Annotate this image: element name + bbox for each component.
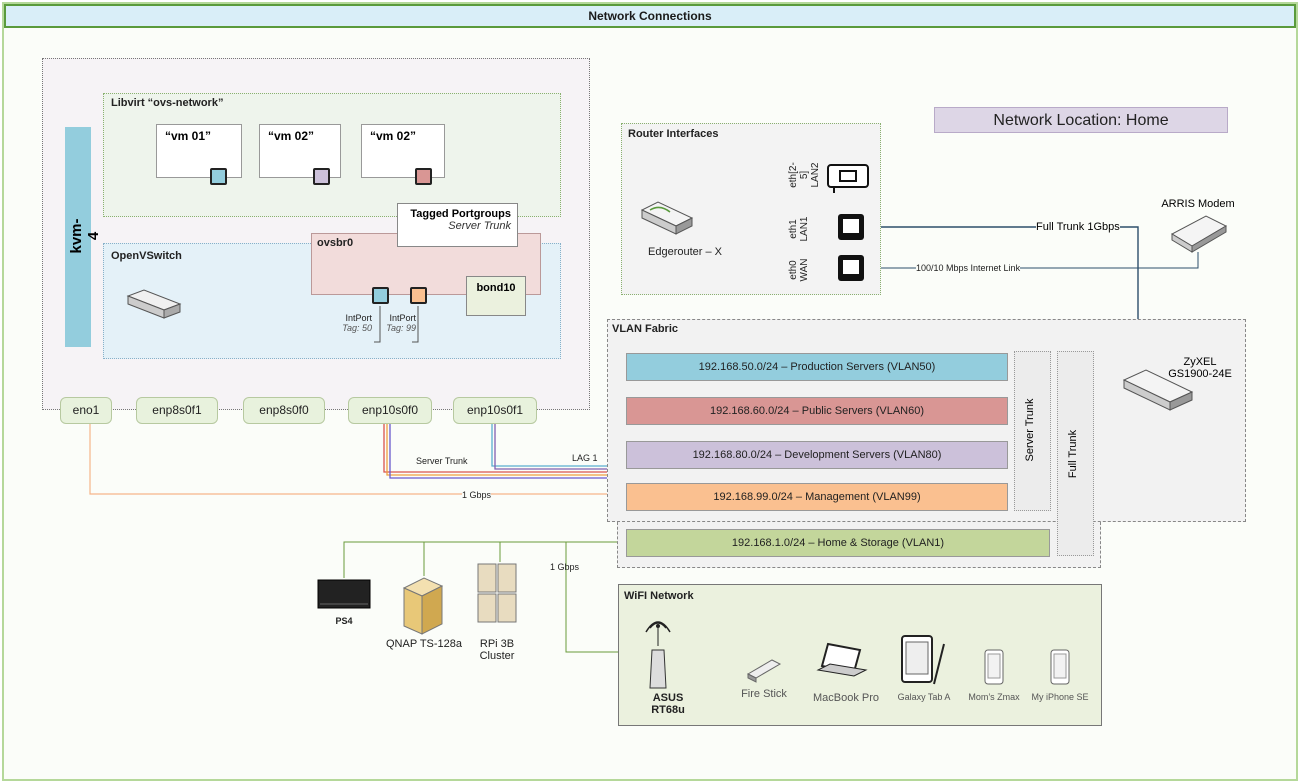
full-trunk-link-label: Full Trunk 1Gbps bbox=[1036, 221, 1120, 233]
server-trunk-link-label: Server Trunk bbox=[416, 456, 468, 466]
nic-eno1[interactable]: eno1 bbox=[60, 397, 112, 424]
full-trunk-column bbox=[1057, 351, 1094, 556]
vlan60-bar[interactable]: 192.168.60.0/24 – Public Servers (VLAN60… bbox=[626, 397, 1008, 425]
full-trunk-column-label: Full Trunk bbox=[1067, 429, 1079, 479]
tagged-portgroups-box: Tagged Portgroups Server Trunk bbox=[397, 203, 518, 247]
server-trunk-line-3 bbox=[389, 424, 610, 479]
server-trunk-column-label: Server Trunk bbox=[1024, 398, 1036, 462]
internet-link-label: 100/10 Mbps Internet Link bbox=[916, 263, 1021, 273]
port-lan2-label: eth[2-5]LAN2 bbox=[788, 162, 821, 188]
kvm-host-label: kvm-4 bbox=[68, 218, 102, 254]
ps4-label: PS4 bbox=[335, 616, 353, 626]
nic-enp10s0f0[interactable]: enp10s0f0 bbox=[348, 397, 432, 424]
libvirt-label: Libvirt “ovs-network” bbox=[111, 97, 224, 109]
tablet-icon bbox=[901, 635, 945, 685]
network-location-label: Network Location: Home bbox=[934, 107, 1228, 133]
lan1-port-icon[interactable] bbox=[838, 214, 864, 240]
phone-icon-iphone bbox=[1050, 649, 1070, 685]
wan-port-icon[interactable] bbox=[838, 255, 864, 281]
vlan-fabric-label: VLAN Fabric bbox=[612, 323, 679, 335]
ovsbr0-label: ovsbr0 bbox=[317, 237, 354, 249]
home-line-ps4 bbox=[343, 541, 626, 578]
my-iphone-label: My iPhone SE bbox=[1031, 692, 1089, 702]
nic-enp10s0f1[interactable]: enp10s0f1 bbox=[453, 397, 537, 424]
edgerouter-label: Edgerouter – X bbox=[648, 246, 722, 258]
fire-stick-label: Fire Stick bbox=[741, 688, 787, 700]
wifi-router-label: ASUS RT68u bbox=[651, 692, 685, 716]
server-trunk-portgroup-label: Server Trunk bbox=[448, 220, 511, 232]
nic-enp8s0f1[interactable]: enp8s0f1 bbox=[136, 397, 218, 424]
qnap-nas-icon bbox=[402, 577, 444, 635]
bond10-box[interactable]: bond10 bbox=[466, 276, 526, 316]
page-title: Network Connections bbox=[4, 4, 1296, 28]
vm-01-port-icon bbox=[210, 168, 227, 185]
vlan50-bar[interactable]: 192.168.50.0/24 – Production Servers (VL… bbox=[626, 353, 1008, 381]
openvswitch-label: OpenVSwitch bbox=[111, 250, 182, 262]
switch-icon bbox=[126, 289, 182, 319]
intport-99-icon bbox=[410, 287, 427, 304]
wifi-uplink-label: 1 Gbps bbox=[550, 562, 580, 572]
kvm-host-bar bbox=[65, 127, 91, 347]
lag-link-label: LAG 1 bbox=[572, 453, 598, 463]
vm-03-label: “vm 02” bbox=[370, 129, 417, 143]
server-trunk-column bbox=[1014, 351, 1051, 511]
nic-card-icon bbox=[827, 164, 869, 193]
vm-02-port-icon bbox=[313, 168, 330, 185]
rpi-cluster-icon bbox=[477, 563, 517, 623]
bond10-label: bond10 bbox=[476, 282, 516, 294]
lag-line-1 bbox=[491, 424, 610, 467]
wifi-network-label: WiFI Network bbox=[624, 590, 694, 602]
phone-icon-zmax bbox=[984, 649, 1004, 685]
vm-01-label: “vm 01” bbox=[165, 129, 212, 143]
vlan1-bar[interactable]: 192.168.1.0/24 – Home & Storage (VLAN1) bbox=[626, 529, 1050, 557]
intport-50-icon bbox=[372, 287, 389, 304]
server-trunk-line-1 bbox=[383, 424, 610, 473]
vm-03-box[interactable]: “vm 02” bbox=[361, 124, 445, 178]
qnap-label: QNAP TS-128a bbox=[385, 638, 463, 650]
vm-01-box[interactable]: “vm 01” bbox=[156, 124, 242, 178]
intport-brackets bbox=[374, 306, 419, 343]
tagged-portgroups-label: Tagged Portgroups bbox=[410, 208, 511, 220]
eno1-link-label: 1 Gbps bbox=[462, 490, 492, 500]
macbook-label: MacBook Pro bbox=[812, 692, 880, 704]
fire-stick-icon bbox=[746, 659, 782, 683]
laptop-icon bbox=[816, 642, 868, 677]
server-trunk-line-2 bbox=[386, 424, 610, 476]
ps4-icon bbox=[317, 579, 371, 609]
wifi-router-icon bbox=[645, 621, 671, 689]
wifi-network-box bbox=[618, 584, 1102, 726]
router-icon bbox=[640, 201, 694, 235]
vlan80-bar[interactable]: 192.168.80.0/24 – Development Servers (V… bbox=[626, 441, 1008, 469]
vm-03-port-icon bbox=[415, 168, 432, 185]
modem-icon bbox=[1170, 215, 1228, 253]
vlan99-bar[interactable]: 192.168.99.0/24 – Management (VLAN99) bbox=[626, 483, 1008, 511]
nic-enp8s0f0[interactable]: enp8s0f0 bbox=[243, 397, 325, 424]
moms-zmax-label: Mom’s Zmax bbox=[968, 692, 1020, 702]
galaxy-tab-label: Galaxy Tab A bbox=[897, 692, 951, 702]
lag-line-2 bbox=[494, 424, 610, 470]
eno1-link-line bbox=[89, 424, 610, 495]
zyxel-switch-icon bbox=[1122, 369, 1194, 411]
modem-label: ARRIS Modem bbox=[1161, 198, 1235, 210]
vm-02-label: “vm 02” bbox=[268, 129, 315, 143]
router-interfaces-label: Router Interfaces bbox=[628, 128, 719, 140]
